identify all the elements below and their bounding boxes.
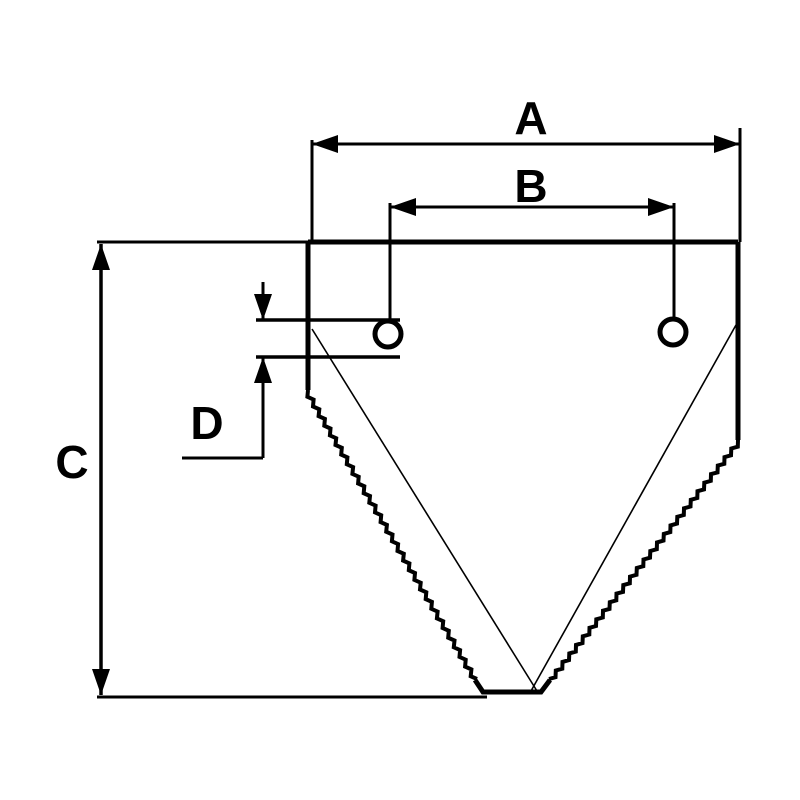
dimension-label-c: C bbox=[55, 436, 88, 488]
dim-d-arrow-upper bbox=[254, 294, 272, 320]
blade-bottom-notch bbox=[472, 678, 552, 695]
right-serrated-cutting-edge bbox=[548, 439, 740, 681]
dim-b-arrow-right bbox=[648, 198, 674, 216]
left-mounting-hole bbox=[372, 318, 404, 350]
left-bevel-line bbox=[311, 328, 538, 692]
dimension-label-b: B bbox=[514, 160, 547, 212]
mounting-holes-group bbox=[372, 316, 689, 350]
right-mounting-hole bbox=[657, 316, 689, 348]
dim-d-arrow-lower bbox=[254, 357, 272, 383]
left-serrated-cutting-edge bbox=[305, 389, 478, 681]
dimension-labels: A B C D bbox=[55, 92, 547, 488]
dimension-label-a: A bbox=[514, 92, 547, 144]
dimension-label-d: D bbox=[190, 397, 223, 449]
dim-a-arrow-left bbox=[312, 135, 338, 153]
part-outline-group bbox=[305, 239, 741, 695]
right-bevel-line bbox=[530, 324, 737, 692]
dim-c-arrow-top bbox=[92, 244, 110, 270]
dimension-layer bbox=[92, 128, 742, 699]
dim-b-arrow-left bbox=[390, 198, 416, 216]
dim-c-arrow-bottom bbox=[92, 669, 110, 695]
dim-a-arrow-right bbox=[714, 135, 740, 153]
